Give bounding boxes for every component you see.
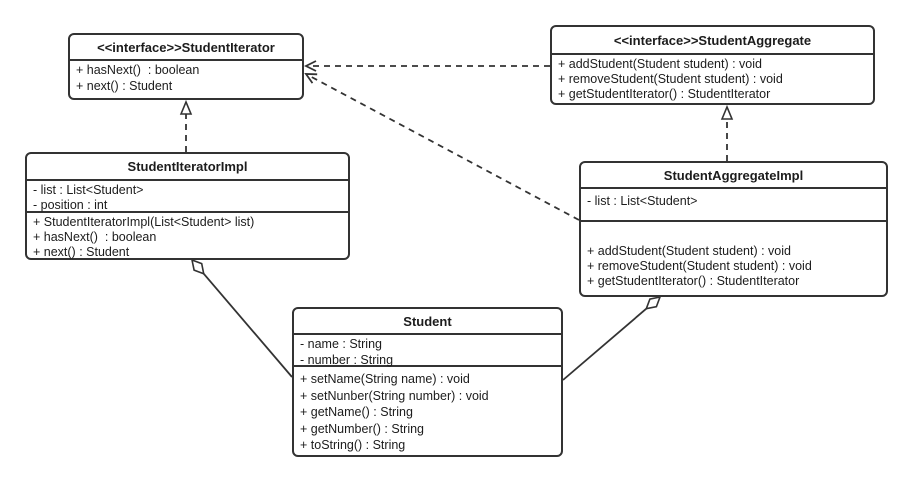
- methods-section: + addStudent(Student student) : void + r…: [581, 222, 886, 289]
- method-row: + next() : Student: [33, 245, 130, 259]
- attribute-row: - list : List<Student>: [33, 183, 144, 197]
- aggregation-line-aggregateimpl-student: [562, 308, 647, 381]
- class-title-student-iterator-impl: StudentIteratorImpl: [27, 154, 348, 181]
- class-box-student-iterator: <<interface>>StudentIterator + hasNext()…: [68, 33, 304, 100]
- methods-section: + addStudent(Student student) : void + r…: [552, 55, 873, 102]
- class-title-student-aggregate: <<interface>>StudentAggregate: [552, 27, 873, 55]
- method-row: + getNumber() : String: [300, 421, 425, 436]
- attributes-section: - list : List<Student> - position : int: [27, 181, 348, 213]
- method-row: + toString() : String: [300, 438, 406, 452]
- method-row: + hasNext() : boolean: [76, 63, 200, 77]
- method-row: + getStudentIterator() : StudentIterator: [587, 274, 800, 288]
- attribute-row: - position : int: [33, 198, 108, 212]
- method-row: + next() : Student: [76, 78, 173, 93]
- attribute-row: - name : String: [300, 337, 382, 351]
- methods-section: + setName(String name) : void + setNunbe…: [294, 367, 561, 454]
- class-box-student-iterator-impl: StudentIteratorImpl - list : List<Studen…: [25, 152, 350, 260]
- method-row: + setNunber(String number) : void: [300, 388, 489, 403]
- method-row: + getName() : String: [300, 405, 413, 419]
- class-box-student-aggregate-impl: StudentAggregateImpl - list : List<Stude…: [579, 161, 888, 297]
- aggregation-diamond-iteratorimpl: [190, 258, 205, 275]
- attribute-row: - list : List<Student>: [587, 194, 698, 208]
- method-row: + hasNext() : boolean: [33, 230, 157, 244]
- class-title-student-aggregate-impl: StudentAggregateImpl: [581, 163, 886, 189]
- class-box-student: Student - name : String - number : Strin…: [292, 307, 563, 457]
- method-row: + getStudentIterator() : StudentIterator: [558, 87, 771, 101]
- attribute-row: - number : String: [300, 352, 394, 367]
- method-row: + removeStudent(Student student) : void: [587, 259, 812, 273]
- class-title-student-iterator: <<interface>>StudentIterator: [70, 35, 302, 61]
- method-row: + StudentIteratorImpl(List<Student> list…: [33, 215, 255, 229]
- method-row: + addStudent(Student student) : void: [587, 244, 791, 258]
- method-row: + removeStudent(Student student) : void: [558, 72, 783, 86]
- attributes-section: - list : List<Student>: [581, 189, 886, 222]
- attributes-section: - name : String - number : String: [294, 335, 561, 367]
- aggregation-diamond-aggregateimpl: [645, 295, 662, 310]
- methods-section: + hasNext() : boolean + next() : Student: [70, 61, 302, 94]
- aggregation-line-iteratorimpl-student: [203, 273, 293, 378]
- class-box-student-aggregate: <<interface>>StudentAggregate + addStude…: [550, 25, 875, 105]
- class-title-student: Student: [294, 309, 561, 335]
- method-row: + setName(String name) : void: [300, 372, 470, 386]
- method-row: + addStudent(Student student) : void: [558, 57, 762, 71]
- methods-section: + StudentIteratorImpl(List<Student> list…: [27, 213, 348, 260]
- dependency-aggregateimpl-to-iterator: [304, 73, 580, 221]
